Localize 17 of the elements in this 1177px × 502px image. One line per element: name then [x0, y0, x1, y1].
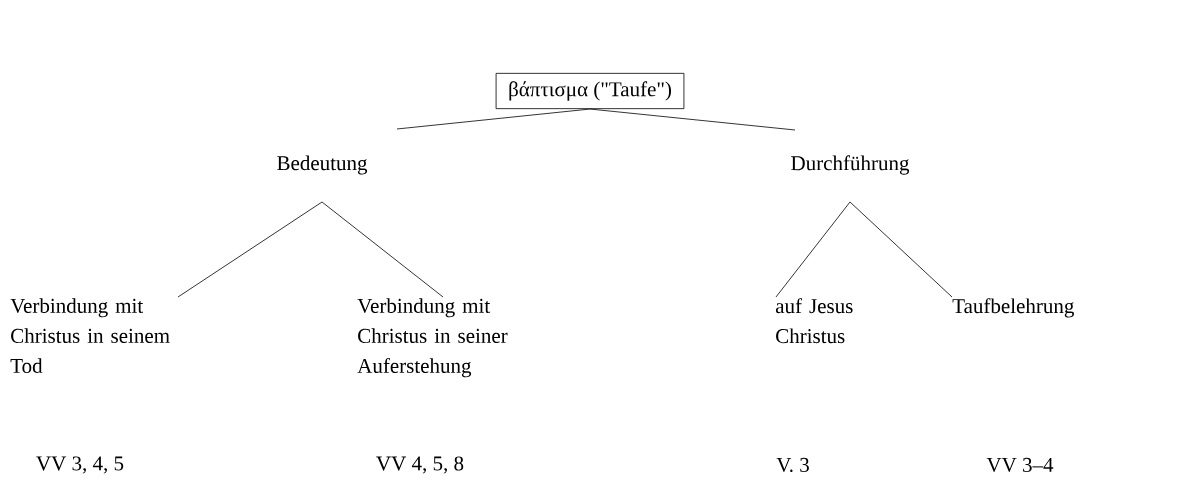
node-label: auf Jesus Christus [775, 298, 853, 344]
node-label: Durchführung [791, 155, 910, 175]
connector-line [849, 201, 953, 298]
node-label: Taufbelehrung [952, 298, 1074, 318]
verse-reference: VV 3–4 [986, 457, 1054, 473]
title-box: βάπτισμα ("Taufe") [495, 72, 685, 110]
connector-line [775, 201, 851, 298]
connector-line [177, 201, 323, 298]
connector-line [396, 108, 591, 130]
node-label: Verbindung mit Christus in seinem Tod [10, 298, 170, 373]
connector-line [321, 201, 444, 298]
connector-line [589, 108, 796, 131]
verse-reference: VV 4, 5, 8 [376, 456, 464, 474]
verse-reference: VV 3, 4, 5 [36, 456, 124, 474]
node-label: Bedeutung [277, 155, 368, 175]
node-label: Verbindung mit Christus in seiner Auferstehung [357, 298, 508, 378]
verse-reference: V. 3 [776, 457, 809, 473]
